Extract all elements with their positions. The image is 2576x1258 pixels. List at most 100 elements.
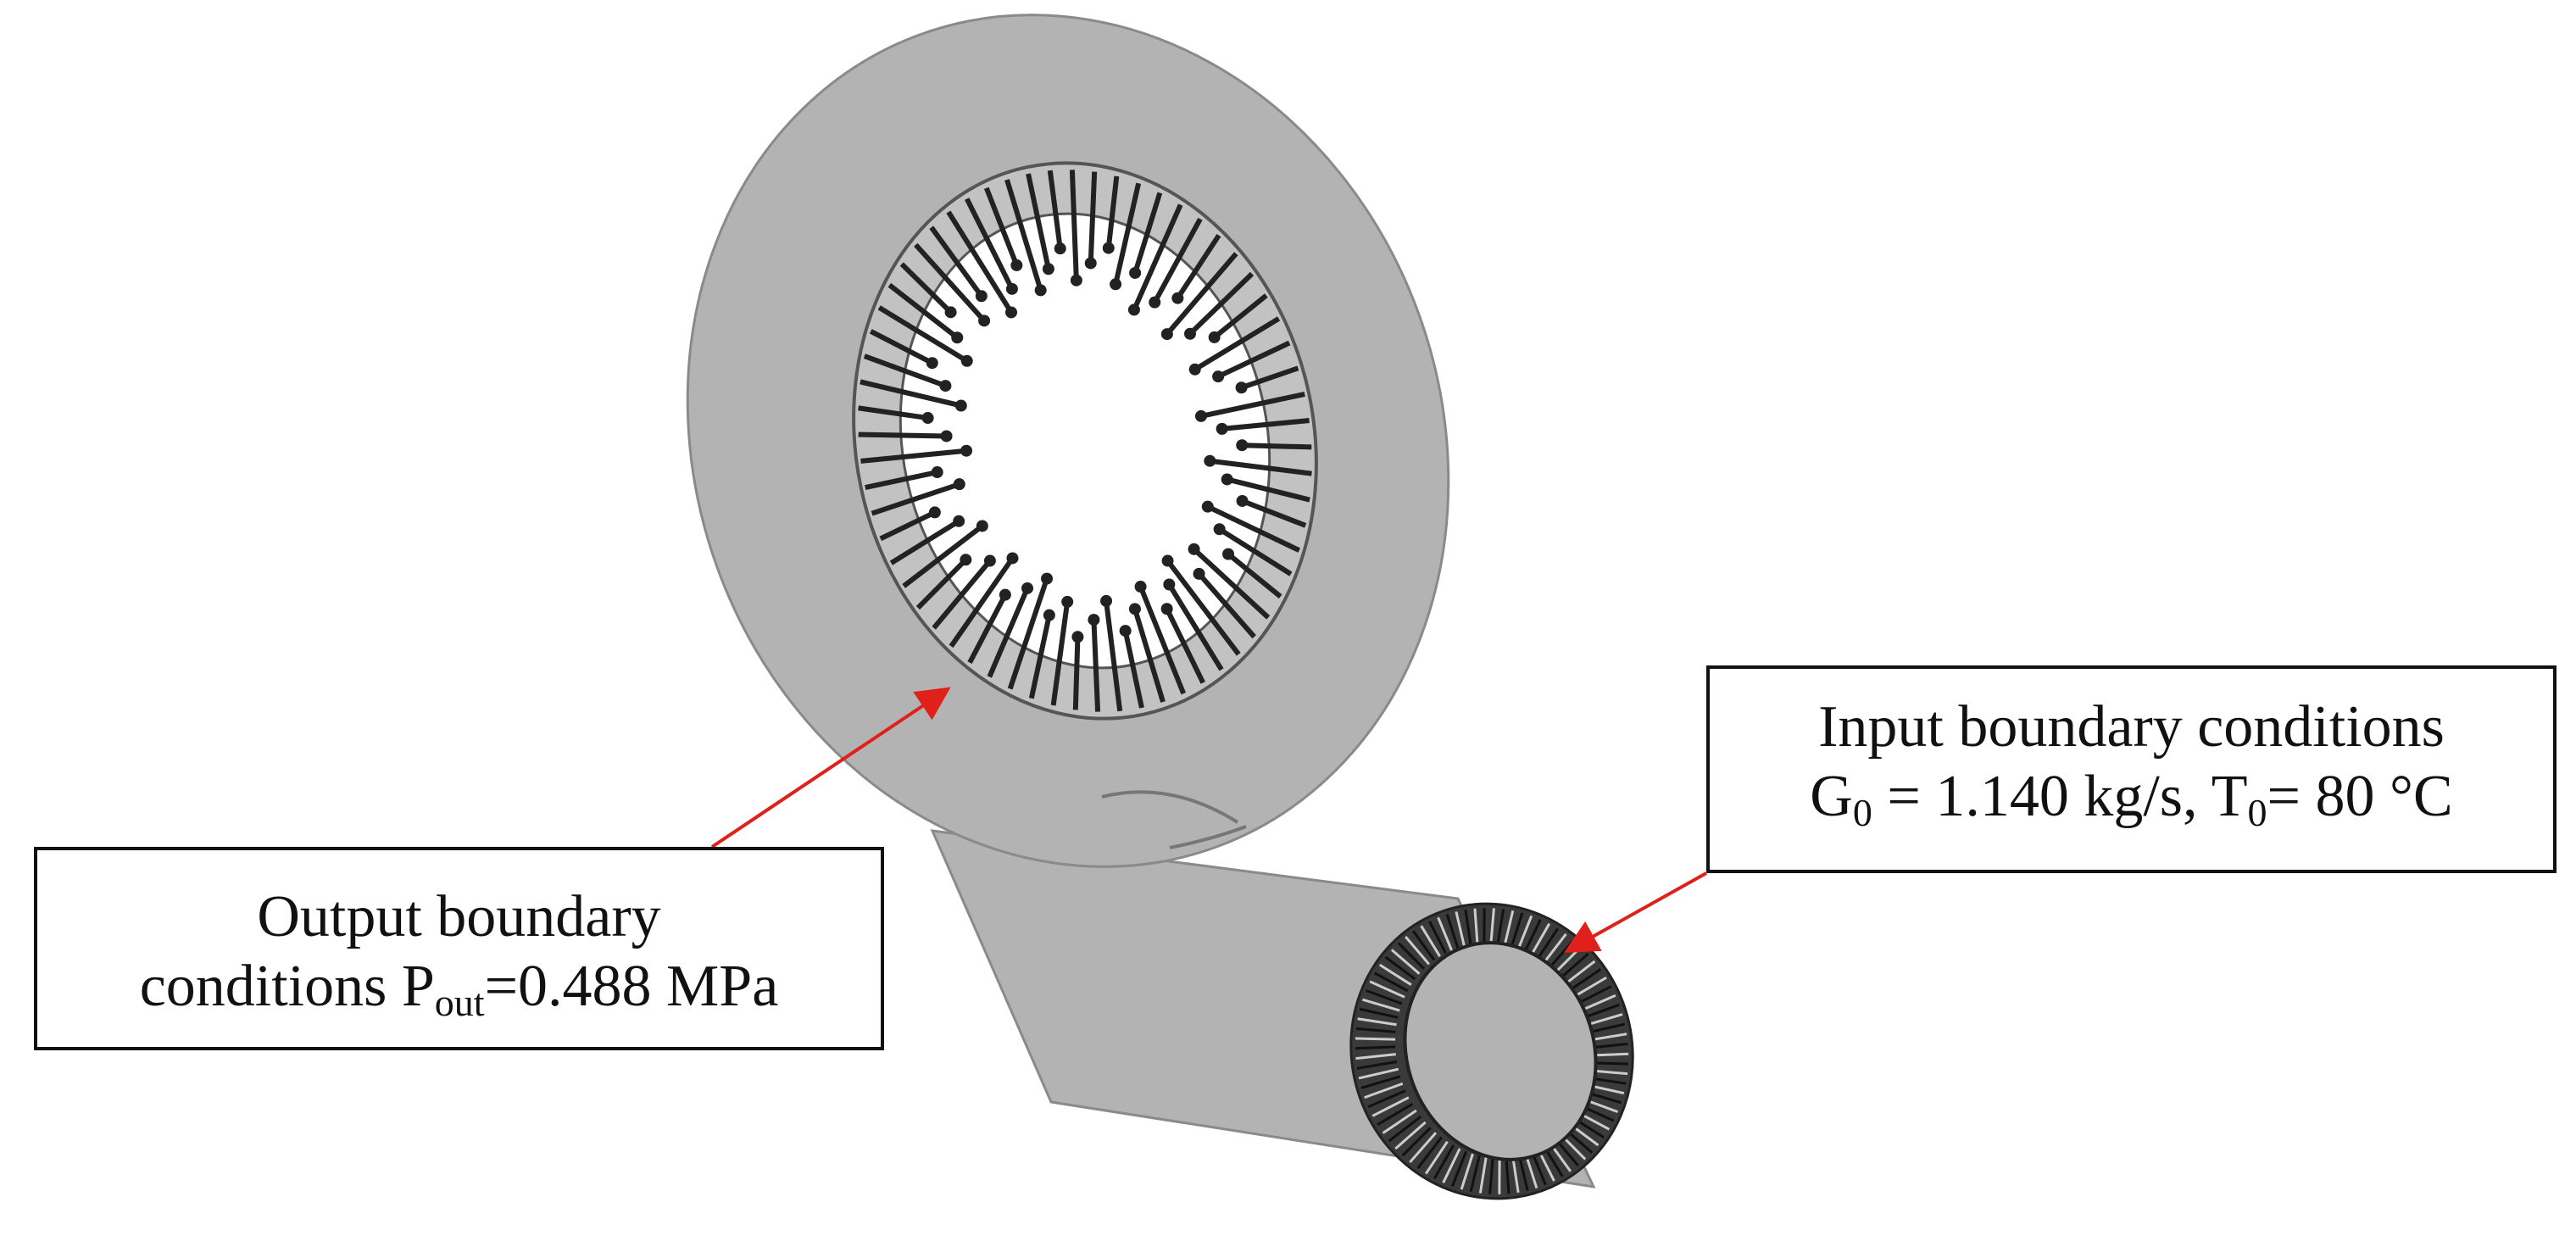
flow-arrow-head	[953, 515, 965, 527]
flow-arrow	[858, 405, 929, 421]
flow-arrow-head	[1005, 306, 1018, 319]
inlet-arrow	[1460, 1153, 1474, 1190]
flow-arrow	[1188, 271, 1255, 336]
flow-arrow-head	[926, 357, 938, 370]
inlet-arrow	[1394, 1121, 1427, 1150]
flow-arrow	[967, 593, 1008, 665]
flow-arrow-head	[1204, 454, 1216, 467]
flow-arrow-head	[1160, 328, 1173, 341]
flow-arrow-head	[1041, 572, 1054, 585]
flow-arrow	[1242, 443, 1312, 450]
input-callout-values: G0 = 1.140 kg/s, T0= 80 °C	[1710, 762, 2553, 832]
flow-arrow-head	[940, 430, 953, 443]
flow-arrow-head	[983, 554, 996, 567]
inlet-arrow	[1469, 1155, 1481, 1193]
flow-arrow	[1241, 498, 1307, 528]
inlet-arrow	[1522, 919, 1542, 955]
flow-arrow-head	[1070, 274, 1082, 287]
flow-arrow	[879, 509, 937, 542]
flow-arrow	[946, 210, 1014, 314]
flow-arrow	[865, 470, 938, 491]
inlet-arrow	[1428, 921, 1447, 955]
flow-arrow	[1007, 577, 1049, 690]
flow-arrow	[1218, 526, 1293, 576]
inlet-arrow	[1384, 955, 1416, 981]
inlet-arrow	[1516, 915, 1533, 952]
flow-arrow	[1192, 547, 1271, 620]
flow-arrow-head	[1127, 303, 1140, 316]
flow-arrow	[1122, 630, 1144, 709]
flow-arrow	[1132, 203, 1183, 311]
flow-arrow	[987, 587, 1030, 678]
inlet-arrow	[1437, 916, 1453, 951]
flow-arrow	[1104, 600, 1123, 712]
flow-arrow	[965, 198, 1015, 291]
flow-arrow-head	[999, 588, 1011, 601]
temperature-subscript: 0	[2247, 791, 2267, 834]
inlet-arrow	[1433, 1144, 1455, 1180]
flow-arrow	[983, 186, 1020, 266]
flow-arrow-head	[1010, 259, 1023, 271]
flow-arrow-head	[1235, 381, 1248, 394]
flow-arrow	[1072, 637, 1081, 710]
flow-arrow-head	[1194, 409, 1207, 422]
inlet-flow-arrows	[1355, 908, 1629, 1194]
inlet-arrow	[1364, 1082, 1404, 1099]
inlet-arrow	[1528, 922, 1551, 958]
flow-arrow-head	[1171, 292, 1184, 304]
inlet-arrow	[1535, 927, 1560, 962]
flow-arrow	[1047, 170, 1063, 249]
inlet-arrow	[1489, 908, 1495, 945]
flow-arrow-head	[1201, 500, 1214, 513]
flow-arrow	[899, 262, 953, 314]
flow-arrow	[869, 329, 934, 365]
flow-arrow-head	[1042, 263, 1054, 276]
inlet-arrow	[1420, 925, 1441, 957]
flow-arrow-head	[1149, 296, 1161, 309]
flow-arrow	[877, 305, 969, 364]
inlet-arrow	[1397, 942, 1426, 970]
outlet-flow-arrows	[858, 170, 1312, 712]
inlet-arrow	[1505, 1157, 1511, 1194]
flow-arrow	[1193, 316, 1281, 372]
inlet-arrow	[1411, 930, 1436, 961]
flow-arrow	[889, 519, 960, 565]
inlet-arrow	[1356, 1060, 1398, 1070]
inlet-arrow	[1445, 913, 1460, 949]
inlet-arrow	[1478, 1156, 1488, 1194]
output-callout-line1: Output boundary	[257, 884, 661, 949]
inlet-arrow	[1524, 1154, 1538, 1189]
flow-arrow-head	[1119, 625, 1132, 637]
mass-flow-subscript: 0	[1852, 791, 1872, 834]
flow-arrow	[858, 431, 947, 439]
inlet-arrow	[1369, 980, 1405, 999]
inlet-arrow	[1355, 1053, 1396, 1060]
flow-arrow	[1004, 179, 1043, 292]
flow-arrow-head	[1216, 422, 1228, 435]
flow-arrow	[932, 559, 993, 630]
temperature-symbol: T	[2211, 764, 2248, 829]
flow-arrow-head	[1213, 523, 1226, 536]
inlet-arrow	[1510, 912, 1524, 949]
flow-arrow-head	[954, 399, 967, 412]
flow-arrow-head	[1005, 282, 1018, 295]
flow-arrow	[902, 524, 984, 588]
flow-arrow-head	[1084, 257, 1097, 270]
flow-arrow-head	[928, 506, 941, 519]
flow-arrow	[1226, 476, 1310, 503]
flow-arrow	[860, 379, 962, 409]
flow-arrow-head	[1188, 543, 1200, 555]
inlet-arrow	[1390, 949, 1421, 975]
flow-arrow	[1166, 582, 1224, 671]
flow-arrow-head	[1100, 594, 1113, 607]
flow-arrow	[1138, 585, 1187, 695]
flow-arrow-head	[1236, 439, 1249, 452]
inlet-arrow	[1464, 909, 1472, 946]
flow-arrow	[1113, 182, 1142, 285]
inlet-arrow	[1382, 1109, 1417, 1134]
flow-arrow-head	[975, 290, 988, 303]
flow-arrow-head	[1054, 242, 1066, 255]
inlet-arrow	[1373, 971, 1409, 993]
